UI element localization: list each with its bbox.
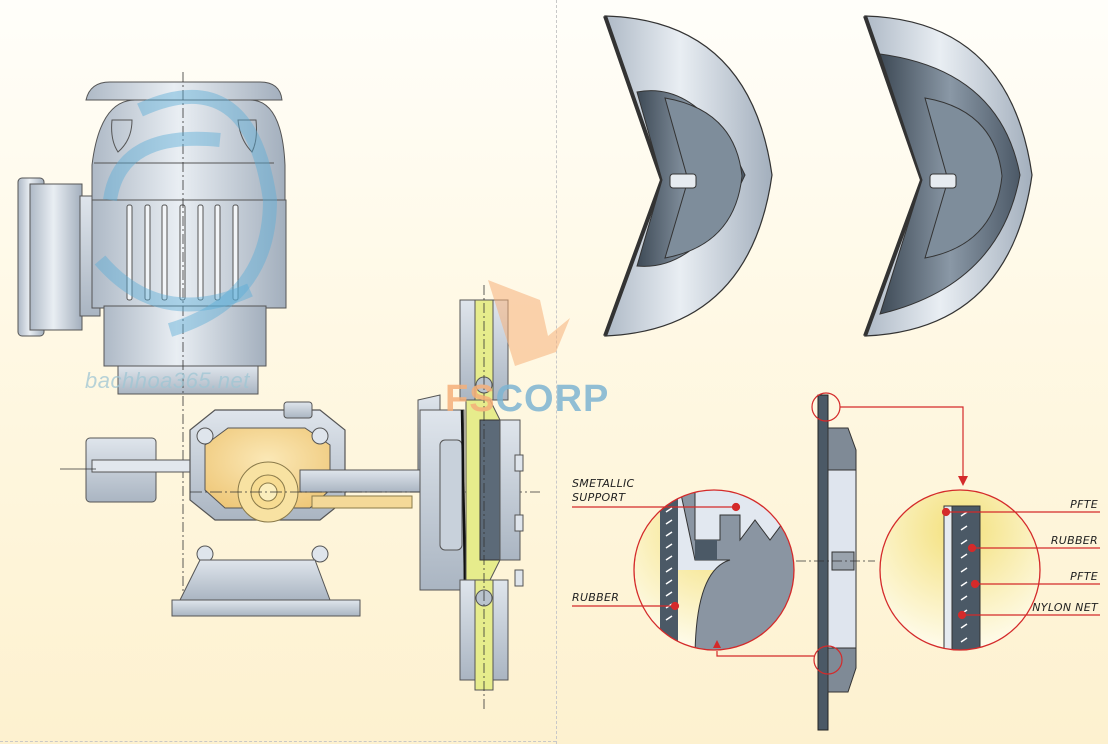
watermark-logo-prefix: FS bbox=[445, 378, 496, 420]
label-metallic-support-2: SUPPORT bbox=[572, 491, 626, 504]
watermark-swirl-logo bbox=[94, 89, 278, 337]
diaphragm-cutaway-2 bbox=[863, 15, 1033, 337]
gearbox bbox=[60, 401, 540, 617]
motor bbox=[17, 72, 287, 610]
label-pfte-bottom: PFTE bbox=[1070, 570, 1098, 583]
watermark-bird-icon bbox=[488, 280, 570, 366]
watermark-site-text: bachhoa365.net bbox=[85, 368, 250, 393]
diaphragm-section bbox=[796, 392, 875, 731]
right-detail-magnifier bbox=[840, 406, 1041, 651]
watermark-logo-text: FSCORP bbox=[445, 378, 609, 421]
diaphragm-cutaway-1 bbox=[603, 15, 773, 337]
label-nylon-net: NYLON NET bbox=[1032, 601, 1098, 614]
section-divider bbox=[556, 0, 557, 744]
bottom-border bbox=[0, 741, 556, 742]
label-rubber-right: RUBBER bbox=[1050, 534, 1098, 547]
label-rubber-left: RUBBER bbox=[572, 591, 620, 604]
leader-lines bbox=[572, 502, 1100, 620]
watermark-logo-suffix: CORP bbox=[495, 378, 610, 420]
left-detail-magnifier bbox=[633, 489, 814, 657]
label-metallic-support: SMETALLIC bbox=[572, 477, 635, 490]
pump-head bbox=[417, 285, 524, 710]
label-pfte-top: PFTE bbox=[1070, 498, 1098, 511]
